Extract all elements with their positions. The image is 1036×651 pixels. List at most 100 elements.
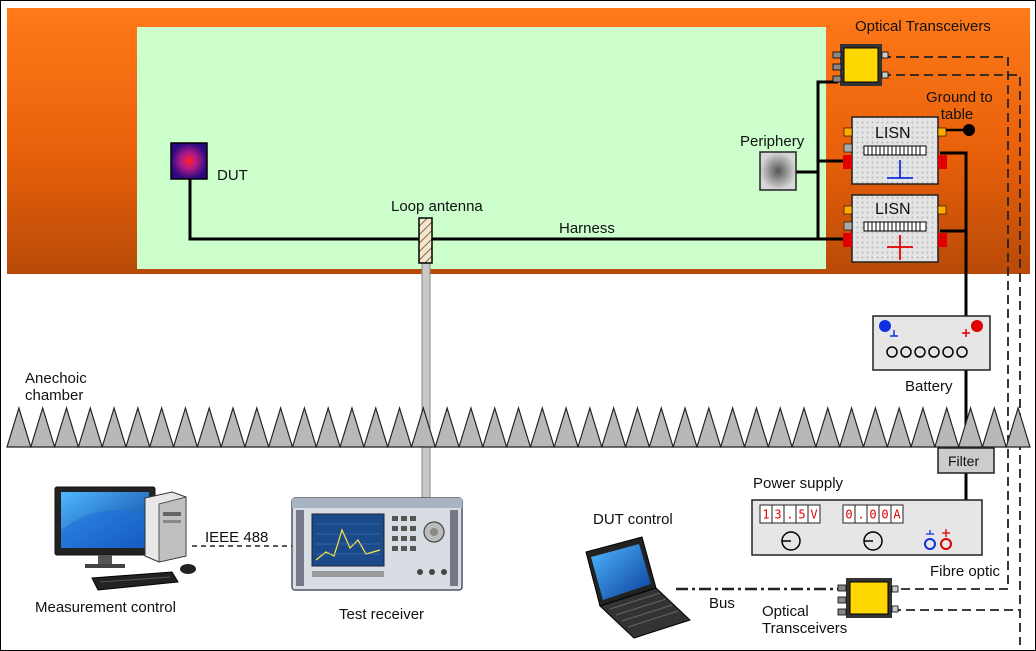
optical-transceiver-top [832, 44, 889, 86]
label-ground-to-table: Ground to table [926, 89, 993, 123]
label-anechoic-chamber: Anechoic chamber [25, 370, 87, 404]
label-lisn-top: LISN [875, 125, 911, 142]
label-dut-control: DUT control [593, 511, 673, 528]
absorber-cone [482, 405, 508, 448]
absorber-cone [101, 405, 127, 448]
absorber-cone [125, 405, 151, 448]
absorber-cone [505, 405, 532, 448]
fibre-optic-line-2 [882, 56, 1009, 590]
dut-box [170, 142, 208, 180]
periphery-box [759, 151, 797, 191]
absorber-cone [600, 405, 627, 448]
ground-terminal-icon [963, 124, 975, 136]
transceiver-wire [816, 80, 838, 161]
dut-control-laptop [585, 536, 691, 639]
absorber-cone [220, 405, 246, 448]
current-digit: A [893, 508, 901, 522]
label-bus: Bus [709, 595, 735, 612]
battery [872, 315, 991, 371]
label-periphery: Periphery [740, 133, 805, 150]
lisn-bottom [843, 194, 947, 263]
absorber-cone [672, 405, 698, 448]
absorber-cone [862, 405, 889, 448]
label-anechoic-line-2: chamber [25, 387, 84, 404]
absorber-cone [29, 405, 56, 448]
label-measurement-control: Measurement control [35, 599, 176, 616]
absorber-cone [6, 405, 32, 448]
label-filter: Filter [948, 453, 980, 469]
psu-positive-terminal-icon [940, 538, 952, 550]
antenna-cable [421, 261, 431, 499]
voltage-digit: V [810, 508, 817, 522]
label-dut: DUT [217, 167, 248, 184]
test-receiver [291, 497, 463, 591]
absorber-cone [981, 405, 1008, 448]
optical-transceiver-bottom [837, 578, 899, 618]
label-ieee-488: IEEE 488 [205, 529, 269, 546]
label-ground-line-2: table [940, 106, 974, 123]
absorber-cone [267, 405, 294, 448]
absorber-cone [553, 405, 579, 448]
absorber-cone [529, 405, 555, 448]
absorber-cone [719, 405, 746, 448]
absorber-cone [1005, 405, 1031, 448]
measurement-pc [54, 486, 196, 591]
absorber-cone [172, 405, 199, 448]
label-lisn-bottom: LISN [875, 201, 911, 218]
fibre-optic-line [882, 74, 1021, 645]
absorber-cone [886, 405, 912, 448]
label-optical-bottom-line-2: Transceivers [762, 620, 848, 637]
absorber-cone [624, 405, 651, 448]
absorber-cone [196, 405, 222, 448]
lisn-top [843, 116, 947, 185]
label-optical-bottom-line-1: Optical [762, 603, 809, 620]
label-fibre-optic: Fibre optic [930, 563, 1001, 580]
psu-negative-terminal-icon [924, 538, 936, 550]
label-battery: Battery [905, 378, 953, 395]
label-harness: Harness [559, 220, 615, 237]
absorber-cone [244, 405, 270, 448]
absorber-cone [957, 405, 984, 448]
absorber-cone [767, 405, 793, 448]
absorber-cone [148, 405, 175, 448]
plus-symbol-icon [887, 235, 913, 260]
label-optical-transceivers-bottom: Optical Transceivers [762, 603, 847, 637]
label-power-supply: Power supply [753, 475, 844, 492]
absorber-cone [386, 405, 413, 448]
absorber-cone [910, 405, 936, 448]
current-digit: . [857, 508, 864, 522]
voltage-digit: 1 [762, 508, 769, 522]
label-optical-transceivers-top: Optical Transceivers [855, 18, 991, 35]
label-ground-line-1: Ground to [926, 89, 993, 106]
absorber-cone [838, 405, 865, 448]
absorber-cone [577, 405, 603, 448]
voltage-digit-box [807, 504, 821, 524]
label-test-receiver: Test receiver [339, 606, 425, 623]
absorber-cone [648, 405, 674, 448]
current-digit: 0 [881, 508, 888, 522]
voltage-digit: 5 [798, 508, 805, 522]
absorber-cone [410, 405, 437, 448]
loop-antenna-icon [418, 217, 433, 264]
voltage-digit: 3 [774, 508, 781, 522]
absorber-cone [53, 405, 80, 448]
filter-box [937, 447, 995, 474]
voltage-digit: . [786, 508, 793, 522]
absorber-cone [434, 405, 460, 448]
ground-symbol-icon [887, 160, 913, 179]
absorber-cone [743, 405, 770, 448]
current-digit-box [890, 504, 904, 524]
absorber-cone [339, 405, 365, 448]
absorber-cone [315, 405, 341, 448]
label-loop-antenna: Loop antenna [391, 198, 483, 215]
absorber-cone [363, 405, 389, 448]
absorber-cone [291, 405, 318, 448]
absorber-cone [458, 405, 484, 448]
current-digit: 0 [869, 508, 876, 522]
ground-plane [137, 27, 826, 269]
label-anechoic-line-1: Anechoic [25, 370, 87, 387]
absorber-cone [77, 405, 103, 448]
absorber-cone [815, 405, 841, 448]
absorber-cone [934, 405, 960, 448]
